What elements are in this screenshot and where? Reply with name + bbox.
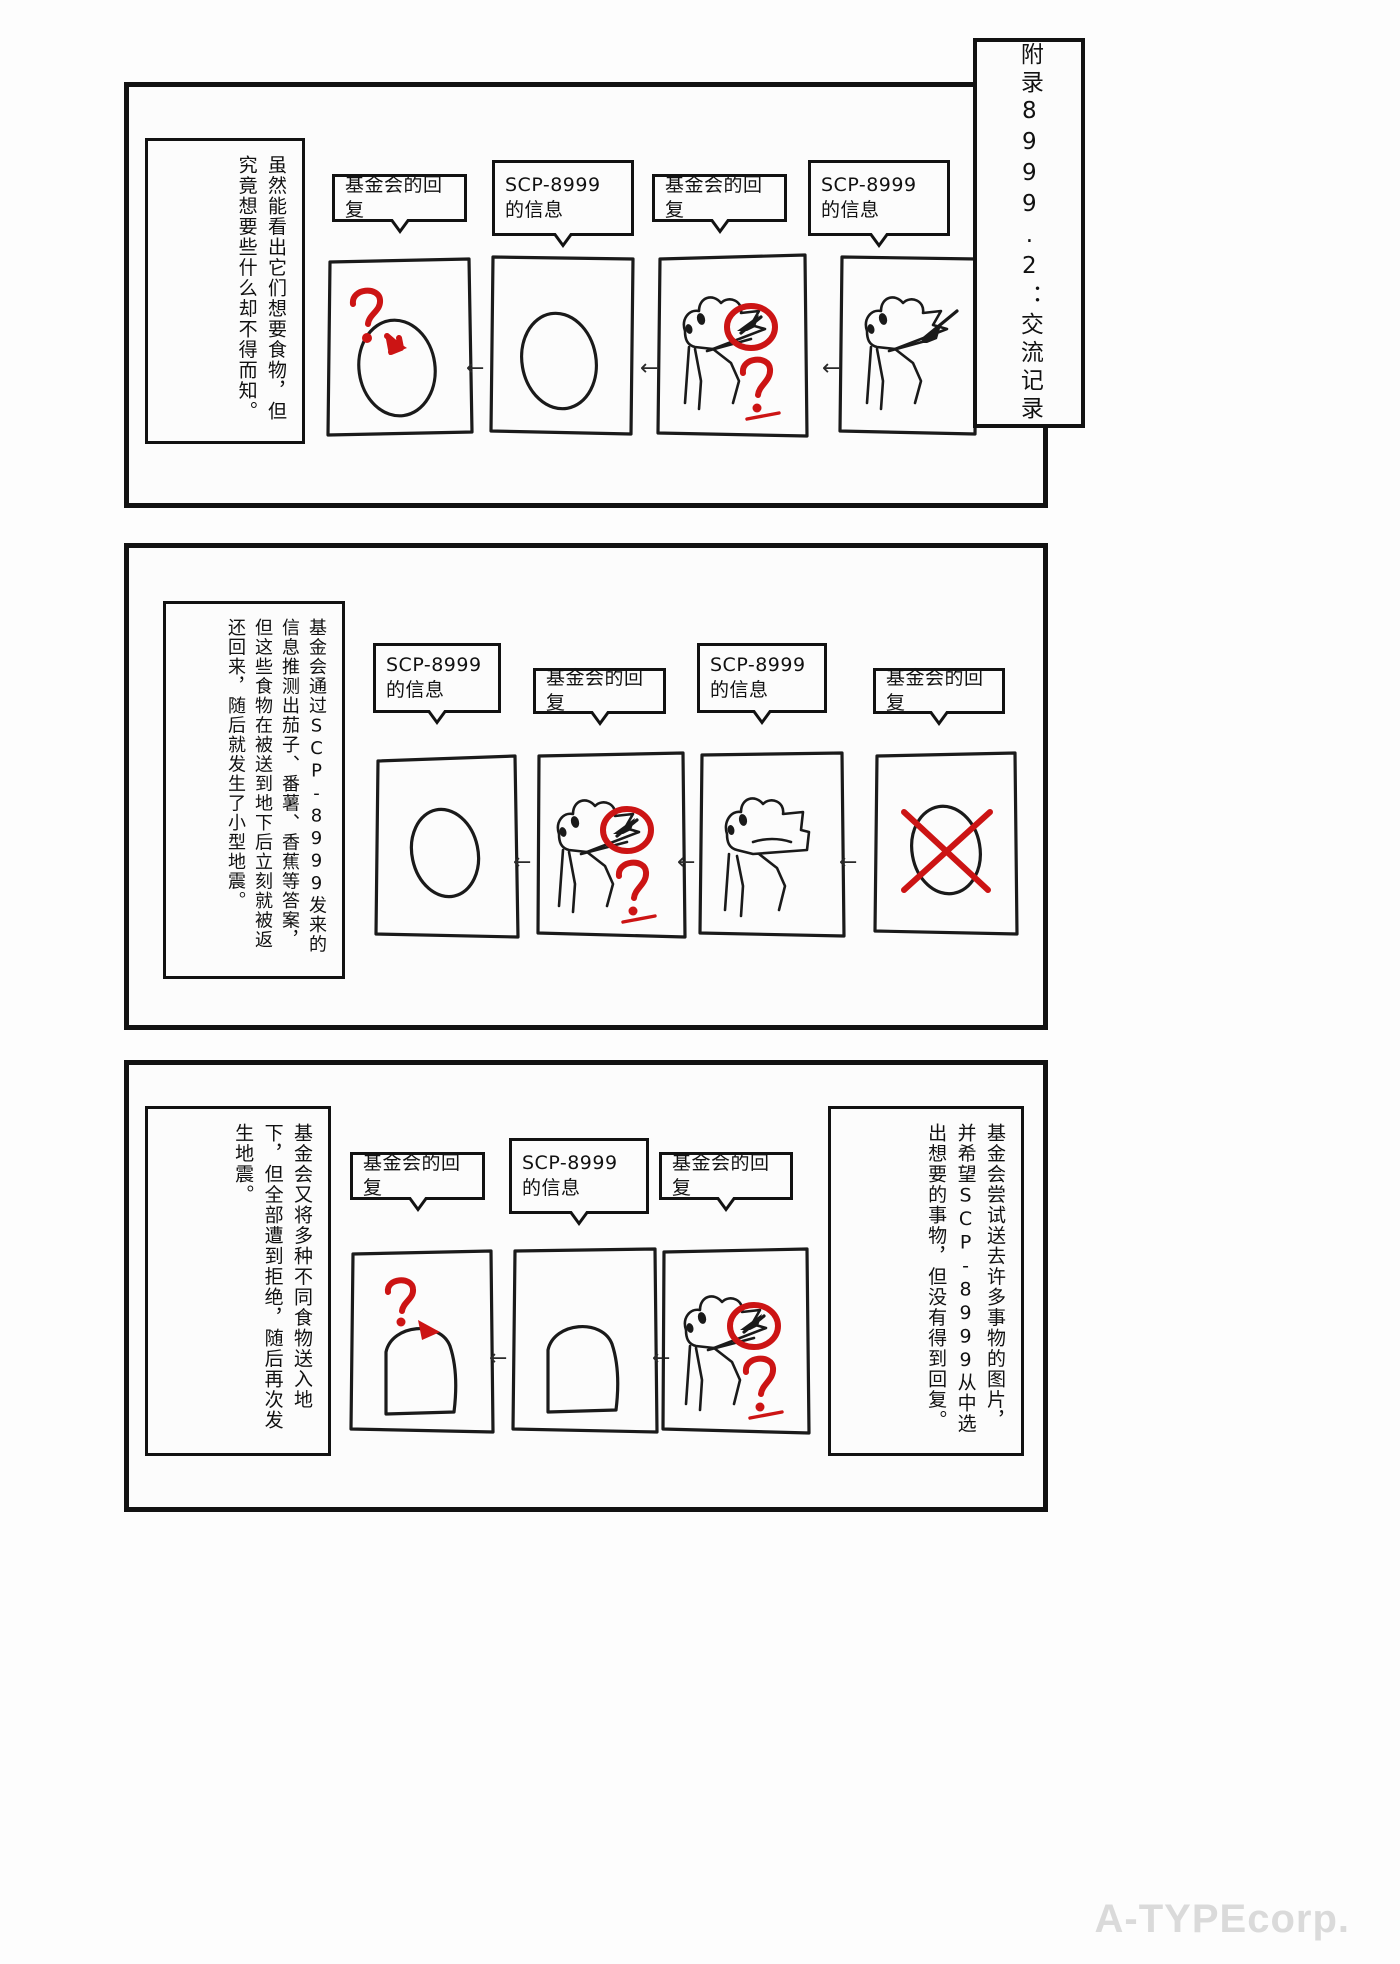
- label-p3-3: 基金会的回复: [659, 1152, 793, 1212]
- arrow-p2-3: ←: [839, 850, 858, 875]
- label-p3-2: SCP-8999 的信息: [509, 1138, 649, 1226]
- comic-cell-p2-3: [697, 750, 847, 942]
- label-p1-4: SCP-8999 的信息: [808, 160, 950, 248]
- comic-cell-p3-3: [660, 1246, 812, 1438]
- title-plaque-text: 附录8999.2：交流记录: [1016, 42, 1043, 424]
- label-p2-1: SCP-8999 的信息: [373, 643, 501, 725]
- arrow-p3-1: ←: [489, 1346, 508, 1371]
- comic-cell-p1-3: [655, 253, 810, 441]
- narration-box-3-left: 基金会又将多种不同食物送入地下，但全部遭到拒绝，随后再次发生地震。: [145, 1106, 331, 1456]
- narration-text-2: 基金会通过SCP-8999发来的信息推测出茄子、番薯、香蕉等答案，但这些食物在被…: [225, 618, 327, 954]
- arrow-p2-2: ←: [677, 850, 696, 875]
- label-p2-3: SCP-8999 的信息: [697, 643, 827, 725]
- comic-cell-p1-4: [837, 253, 982, 439]
- arrow-p2-1: ←: [513, 850, 532, 875]
- narration-text-1: 虽然能看出它们想要食物，但究竟想要些什么却不得而知。: [235, 155, 287, 422]
- narration-box-1: 虽然能看出它们想要食物，但究竟想要些什么却不得而知。: [145, 138, 305, 444]
- arrow-p1-1: ←: [466, 356, 485, 381]
- comic-cell-p2-4: [872, 750, 1020, 940]
- comic-cell-p3-2: [510, 1246, 660, 1438]
- comic-cell-p2-1: [373, 753, 521, 943]
- label-p3-1: 基金会的回复: [350, 1152, 485, 1212]
- label-p1-2: SCP-8999 的信息: [492, 160, 634, 248]
- label-p1-3: 基金会的回复: [652, 174, 787, 234]
- comic-cell-p1-1: [325, 256, 475, 438]
- comic-cell-p1-2: [487, 253, 637, 439]
- narration-box-3-right: 基金会尝试送去许多事物的图片，并希望SCP-8999从中选出想要的事物，但没有得…: [828, 1106, 1024, 1456]
- label-p1-1: 基金会的回复: [332, 174, 467, 234]
- title-plaque: 附录8999.2：交流记录: [973, 38, 1085, 428]
- comic-cell-p3-1: [348, 1248, 496, 1438]
- arrow-p1-2: ←: [640, 356, 659, 381]
- arrow-p3-2: ←: [652, 1346, 671, 1371]
- narration-text-3-left: 基金会又将多种不同食物送入地下，但全部遭到拒绝，随后再次发生地震。: [232, 1123, 313, 1431]
- narration-box-2: 基金会通过SCP-8999发来的信息推测出茄子、番薯、香蕉等答案，但这些食物在被…: [163, 601, 345, 979]
- watermark: A-TYPEcorp.: [1094, 1897, 1350, 1941]
- label-p2-2: 基金会的回复: [533, 667, 666, 726]
- narration-text-3-right: 基金会尝试送去许多事物的图片，并希望SCP-8999从中选出想要的事物，但没有得…: [925, 1123, 1006, 1434]
- label-p2-4: 基金会的回复: [873, 667, 1005, 726]
- comic-cell-p2-2: [535, 750, 688, 942]
- arrow-p1-3: ←: [822, 356, 841, 381]
